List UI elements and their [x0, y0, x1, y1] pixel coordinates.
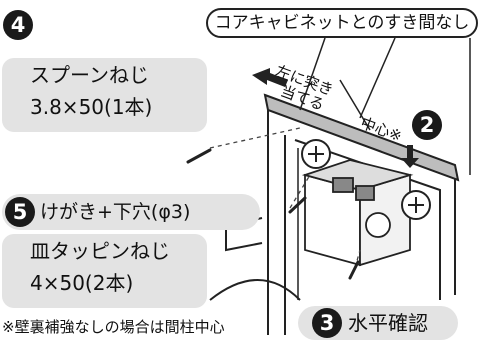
- level-check-label: 水平確認: [348, 311, 428, 335]
- screw-hole-markers: [301, 139, 431, 220]
- step-5-badge: 5: [5, 197, 35, 227]
- step-2-badge: 2: [412, 110, 442, 140]
- down-arrow: [401, 145, 419, 168]
- tapping-screw-box: [2, 234, 207, 308]
- water-heater-unit: [301, 159, 414, 267]
- step-3-badge: 3: [312, 308, 342, 338]
- spoon-screw-name: スプーンねじ: [30, 63, 149, 87]
- spoon-screw-box: [2, 58, 207, 132]
- callout-no-gap: コアキャビネットとのすき間なし: [206, 8, 478, 38]
- push-left-arrow: [252, 68, 288, 87]
- spoon-screw-size: 3.8×50(1本): [30, 95, 153, 119]
- callout-leaders: [299, 37, 471, 175]
- loose-screws: [186, 148, 360, 280]
- marking-drill-box: [2, 194, 260, 230]
- marking-drill-label: けがき+下穴(φ3): [40, 201, 191, 223]
- tapping-screw-name: 皿タッピンねじ: [30, 239, 170, 263]
- footnote: ※壁裏補強なしの場合は間柱中心: [2, 318, 225, 336]
- tapping-screw-size: 4×50(2本): [30, 271, 134, 295]
- step-4-badge: 4: [3, 10, 33, 40]
